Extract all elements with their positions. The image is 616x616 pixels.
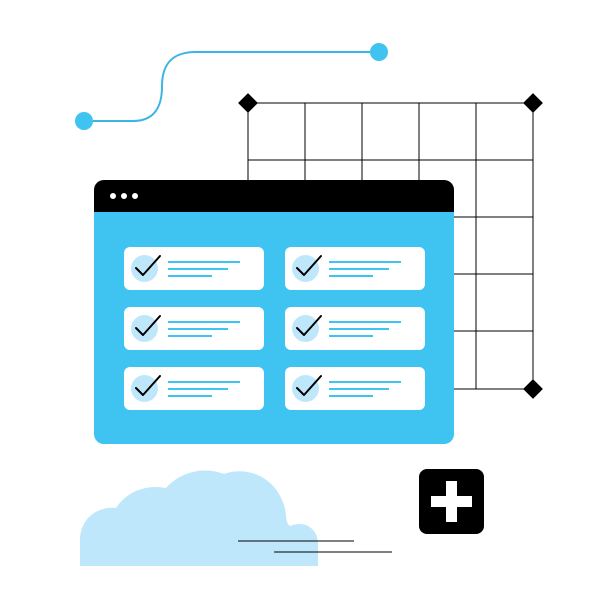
text-line-placeholder	[168, 328, 228, 330]
checkmark-icon	[135, 375, 161, 396]
task-card[interactable]	[124, 367, 264, 410]
checkmark-icon	[296, 315, 322, 336]
text-line-placeholder	[329, 328, 389, 330]
text-line-placeholder	[168, 395, 212, 397]
corner-handle-top-right	[523, 93, 543, 113]
titlebar-dot	[121, 193, 127, 199]
checkbox[interactable]	[292, 255, 322, 282]
titlebar-dot	[132, 193, 138, 199]
task-card[interactable]	[285, 307, 425, 350]
checkbox[interactable]	[131, 255, 161, 282]
corner-handle-bottom-right	[523, 379, 543, 399]
text-line-placeholder	[168, 275, 212, 277]
checkmark-icon	[135, 315, 161, 336]
text-line-placeholder	[168, 261, 240, 263]
app-window	[94, 180, 454, 444]
text-line-placeholder	[329, 395, 373, 397]
window-titlebar	[94, 180, 454, 212]
text-line-placeholder	[329, 381, 401, 383]
text-line-placeholder	[168, 268, 228, 270]
add-button[interactable]	[419, 469, 484, 534]
corner-handle-top-left	[238, 93, 258, 113]
text-line-placeholder	[329, 388, 389, 390]
titlebar-dot	[110, 193, 116, 199]
checkmark-icon	[296, 375, 322, 396]
text-line-placeholder	[168, 381, 240, 383]
text-line-placeholder	[168, 388, 228, 390]
connector-node-right	[370, 43, 388, 61]
checkbox[interactable]	[131, 315, 161, 342]
connector-node-left	[75, 112, 93, 130]
checkbox[interactable]	[292, 315, 322, 342]
text-line-placeholder	[168, 321, 240, 323]
checkbox[interactable]	[292, 375, 322, 402]
text-line-placeholder	[168, 335, 212, 337]
connector-icon	[75, 43, 388, 130]
checkmark-icon	[135, 255, 161, 276]
text-line-placeholder	[329, 261, 401, 263]
task-card[interactable]	[285, 367, 425, 410]
cloud-icon	[80, 470, 392, 566]
text-line-placeholder	[329, 321, 401, 323]
text-line-placeholder	[329, 275, 373, 277]
checkmark-icon	[296, 255, 322, 276]
checkbox[interactable]	[131, 375, 161, 402]
task-card-grid	[124, 247, 425, 410]
text-line-placeholder	[329, 335, 373, 337]
plus-icon-vertical	[446, 481, 457, 522]
task-card[interactable]	[124, 307, 264, 350]
task-card[interactable]	[285, 247, 425, 290]
task-card[interactable]	[124, 247, 264, 290]
text-line-placeholder	[329, 268, 389, 270]
